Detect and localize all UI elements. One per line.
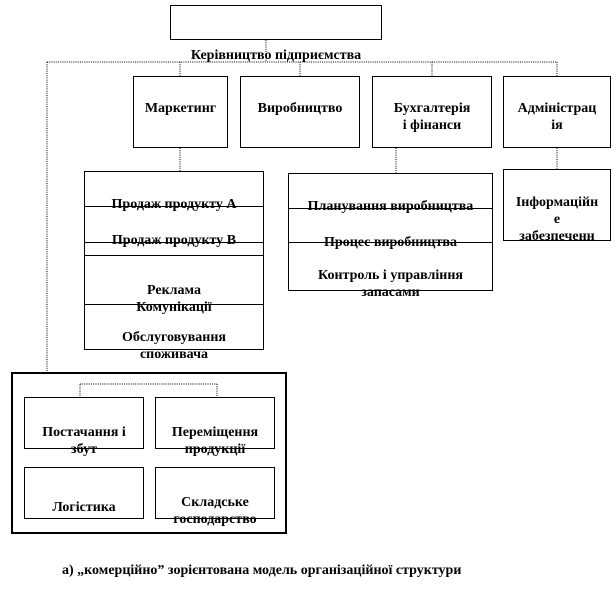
department-finance-label: Бухгалтерія і фінанси xyxy=(393,101,471,133)
production-units-table: Планування виробництва Процес виробництв… xyxy=(288,173,493,300)
figure-caption: а) „комерційно” зорієнтована модель орга… xyxy=(62,563,462,578)
marketing-unit-row: Реклама Комунікації xyxy=(85,255,263,315)
marketing-unit-row: Продаж продукту В xyxy=(85,206,263,248)
administration-units-table: Інформаційн е забезпеченн xyxy=(503,169,611,244)
management-box: Керівництво підприємства xyxy=(170,5,382,63)
management-label: Керівництво підприємства xyxy=(190,48,362,63)
logistics-unit-logistics: Логістика xyxy=(24,467,144,519)
department-finance: Бухгалтерія і фінанси xyxy=(372,76,492,148)
marketing-units-table: Продаж продукту А Продаж продукту В Рекл… xyxy=(84,171,264,362)
logistics-group xyxy=(11,372,287,534)
department-administration: Адміністрац ія xyxy=(503,76,611,148)
production-unit-label: Планування виробництва xyxy=(307,199,474,214)
production-unit-row: Процес виробництва xyxy=(289,208,492,250)
department-marketing-label: Маркетинг xyxy=(144,101,217,116)
marketing-unit-label: Обслуговування споживача xyxy=(122,330,226,362)
department-production: Виробництво xyxy=(240,76,360,148)
department-production-label: Виробництво xyxy=(257,101,343,116)
marketing-unit-row xyxy=(85,242,263,255)
logistics-unit-warehouse: Складське господарство xyxy=(155,467,275,527)
production-unit-label: Контроль і управління запасами xyxy=(318,268,463,300)
marketing-unit-row: Продаж продукту А xyxy=(85,172,263,212)
administration-unit-label: Інформаційн е забезпеченн xyxy=(515,195,599,244)
logistics-unit-label: Переміщення продукції xyxy=(171,425,259,457)
logistics-unit-label: Логістика xyxy=(52,500,116,515)
logistics-unit-label: Складське господарство xyxy=(173,495,257,527)
production-unit-row: Контроль і управління запасами xyxy=(289,242,492,300)
logistics-unit-movement: Переміщення продукції xyxy=(155,397,275,457)
logistics-unit-label: Постачання і збут xyxy=(42,425,126,457)
marketing-unit-label: Продаж продукту А xyxy=(111,197,237,212)
production-unit-row: Планування виробництва xyxy=(289,174,492,214)
marketing-unit-label: Продаж продукту В xyxy=(111,233,237,248)
marketing-unit-row: Обслуговування споживача xyxy=(85,304,263,362)
marketing-unit-label: Реклама Комунікації xyxy=(136,283,212,315)
department-marketing: Маркетинг xyxy=(133,76,228,148)
logistics-unit-supply: Постачання і збут xyxy=(24,397,144,457)
department-administration-label: Адміністрац ія xyxy=(517,101,597,133)
